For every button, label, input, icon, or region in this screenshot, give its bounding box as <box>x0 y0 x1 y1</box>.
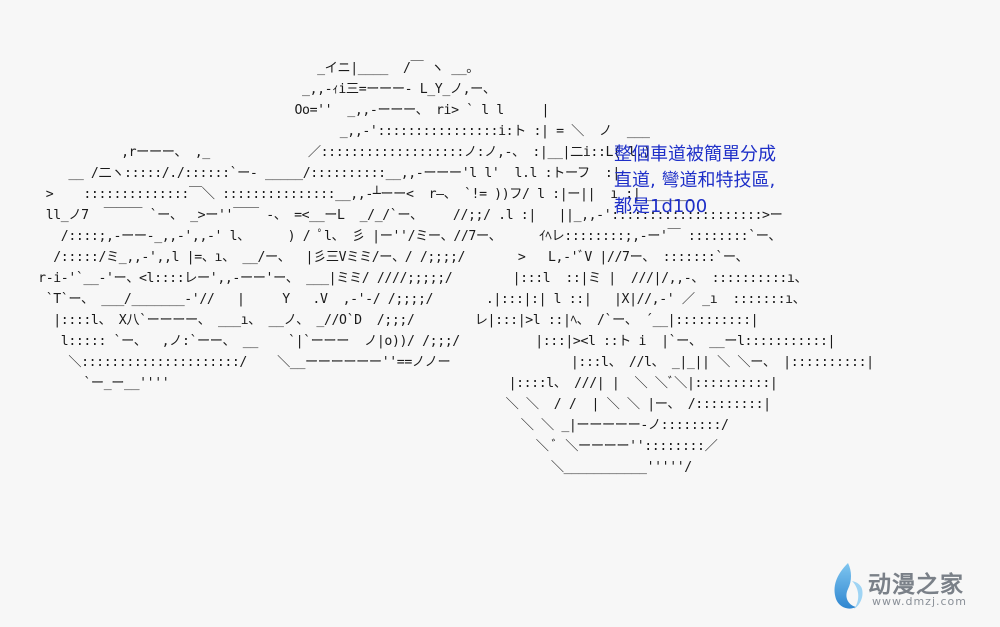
caption-text: 整個車道被簡單分成 直道, 彎道和特技區, 都是1d100 <box>614 142 874 220</box>
flame-logo-icon <box>834 563 863 609</box>
watermark: 动漫之家 www.dmzj.com <box>826 559 986 615</box>
watermark-url: www.dmzj.com <box>872 595 967 608</box>
watermark-name: 动漫之家 <box>868 572 964 598</box>
ascii-art-motorcycle: _イニ|____ /￣ ヽ __。 _,,-ｨi三=ーーー- L_Y_ノ,ー、 … <box>38 61 874 475</box>
caption-line-1: 整個車道被簡單分成 <box>614 144 776 165</box>
caption-line-2: 直道, 彎道和特技區, <box>614 170 776 191</box>
caption-line-3: 都是1d100 <box>614 196 708 217</box>
